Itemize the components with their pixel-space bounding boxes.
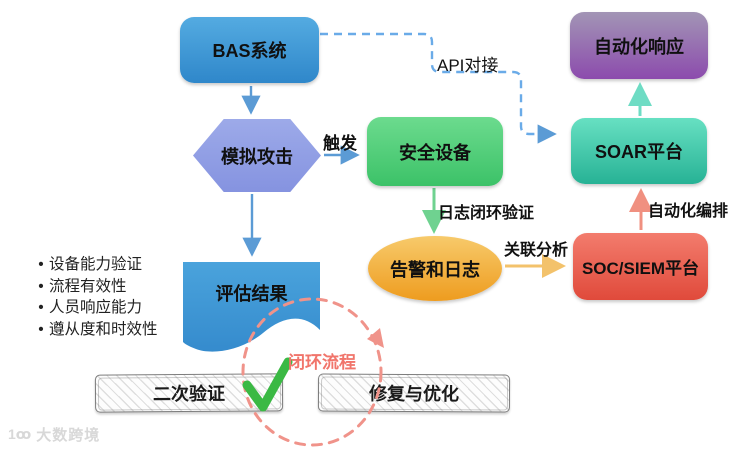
list-item-label: 设备能力验证 (49, 256, 143, 273)
node-soc-siem-platform: SOC/SIEM平台 (573, 233, 708, 300)
node-automated-response: 自动化响应 (570, 12, 708, 79)
node-evaluation-result-label: 评估结果 (215, 284, 288, 304)
list-item-label: 遵从度和时效性 (49, 320, 158, 338)
list-item-label: 流程有效性 (49, 277, 127, 295)
result-document-shape (183, 262, 320, 352)
list-item-label: 人员响应能力 (49, 299, 143, 316)
result-criteria-list: 设备能力验证 流程有效性 人员响应能力 遵从度和时效性 (33, 254, 158, 340)
watermark-logo-icon: 1ꝏ (8, 426, 32, 442)
bullet-icon (33, 297, 49, 319)
node-bas-system: BAS系统 (180, 17, 319, 83)
fix-and-optimize-label: 修复与优化 (368, 383, 460, 405)
bullet-icon (33, 319, 49, 341)
edge-label-log-closed-loop: 日志闭环验证 (438, 205, 535, 222)
bullet-icon (33, 254, 49, 276)
arrow-bas-to-soar-api (320, 32, 557, 144)
watermark: 1ꝏ 大数跨境 (8, 424, 100, 445)
list-item: 流程有效性 (33, 276, 158, 298)
edge-label-correlation-analysis: 关联分析 (504, 242, 569, 259)
edge-label-closed-loop-process: 闭环流程 (288, 353, 356, 372)
edge-label-trigger: 触发 (323, 134, 357, 153)
edge-label-api-integration: API对接 (437, 56, 499, 75)
node-simulated-attack: 模拟攻击 (193, 119, 321, 192)
watermark-label: 大数跨境 (36, 427, 101, 444)
edge-label-automated-orchestration: 自动化编排 (648, 203, 729, 220)
secondary-verification-label: 二次验证 (152, 383, 226, 405)
node-alerts-and-logs: 告警和日志 (368, 236, 502, 301)
node-soar-platform: SOAR平台 (571, 118, 707, 184)
list-item: 人员响应能力 (33, 297, 158, 319)
list-item: 设备能力验证 (33, 254, 158, 276)
list-item: 遵从度和时效性 (33, 319, 158, 341)
box-fix-and-optimize: 修复与优化 (317, 373, 511, 413)
box-secondary-verification: 二次验证 (94, 373, 284, 413)
bullet-icon (33, 276, 49, 298)
node-security-device: 安全设备 (367, 117, 503, 186)
